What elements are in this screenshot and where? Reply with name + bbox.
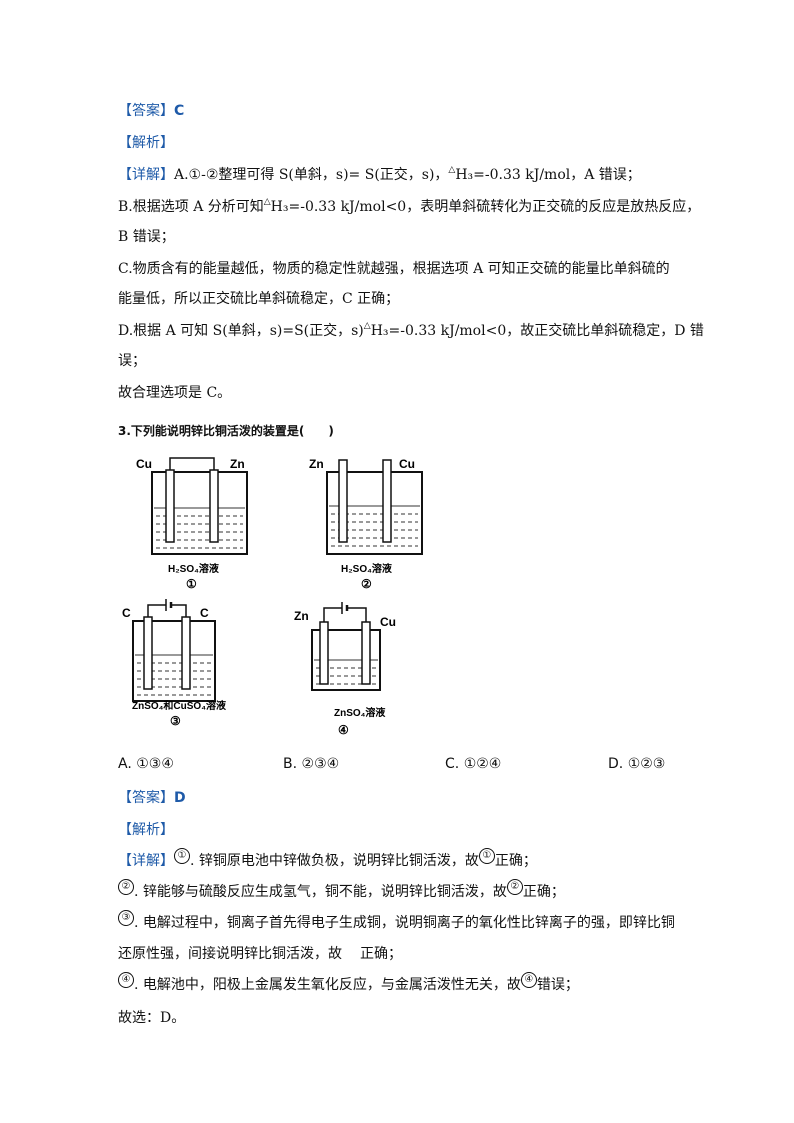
detail2-line-3: ③. 电解过程中，铜离子首先得电子生成铜，说明铜离子的氧化性比锌离子的强，即锌比… <box>118 910 675 933</box>
answer-value: D <box>174 790 186 806</box>
detail-line-3: B 错误； <box>118 229 175 245</box>
circled-number: ② <box>506 879 523 895</box>
detail-text: . 锌能够与硫酸反应生成氢气，铜不能，说明锌比铜活泼，故 <box>134 884 507 900</box>
detail-text: . 电解过程中，铜离子首先得电子生成铜，说明铜离子的氧化性比锌离子的强，即锌比铜 <box>134 915 675 931</box>
circled-number: ④ <box>520 972 537 988</box>
analysis-tag: 【解析】 <box>118 822 174 838</box>
detail-text: 正确； <box>360 946 402 962</box>
choice-letter: C. <box>445 756 460 772</box>
detail-text: . 电解池中，阳极上金属发生氧化反应，与金属活泼性无关，故 <box>134 977 521 993</box>
choice-letter: D. <box>608 756 624 772</box>
figure-1: Cu Zn H₂SO₄溶液 ① <box>130 448 260 597</box>
delta-mark: △ <box>363 321 371 331</box>
delta-mark: △ <box>448 165 456 175</box>
answer-tag: 【答案】 <box>118 103 174 119</box>
detail-line-8: 故合理选项是 C。 <box>118 385 232 401</box>
detail-text: H₃=-0.33 kJ/mol，A 错误； <box>455 167 641 183</box>
choice-value: ②③④ <box>301 756 340 772</box>
choice-letter: B. <box>283 756 298 772</box>
figure-3-right-label: C <box>200 606 209 620</box>
figure-2: Zn Cu H₂SO₄溶液 ② <box>305 448 435 597</box>
detail-text: 错误； <box>536 977 579 993</box>
detail-line-5: 能量低，所以正交硫比单斜硫稳定，C 正确； <box>118 291 400 307</box>
choice-value: ①②③ <box>627 756 666 772</box>
detail-tag: 【详解】 <box>118 167 174 183</box>
figure-3-solution: ZnSO₄和CuSO₄溶液 <box>132 699 226 712</box>
detail-text: H₃=-0.33 kJ/mol<0，表明单斜硫转化为正交硫的反应是放热反应， <box>270 199 701 215</box>
circled-number: ③ <box>118 910 134 926</box>
detail2-line-4: 还原性强，间接说明锌比铜活泼，故 正确； <box>118 944 402 964</box>
figure-4-left-label: Zn <box>294 609 309 623</box>
choice-letter: A. <box>118 756 132 772</box>
figure-3: C C ZnSO₄和CuSO₄溶液 ③ <box>118 595 258 744</box>
figure-2-solution: H₂SO₄溶液 <box>341 562 392 575</box>
figure-4-right-label: Cu <box>380 615 396 629</box>
detail-line-1: 【详解】A.①-②整理可得 S(单斜，s)= S(正交，s)，△H₃=-0.33… <box>118 165 641 187</box>
answer-value: C <box>174 103 185 119</box>
figure-3-left-label: C <box>122 606 131 620</box>
figure-1-solution: H₂SO₄溶液 <box>168 562 219 575</box>
detail-text: D.根据 A 可知 S(单斜，s)=S(正交，s) <box>118 323 364 339</box>
analysis-tag: 【解析】 <box>118 135 174 151</box>
figure-1-number: ① <box>186 577 197 591</box>
detail-text: H₃=-0.33 kJ/mol<0，故正交硫比单斜硫稳定，D 错 <box>370 323 704 339</box>
figure-2-left-label: Zn <box>309 457 324 471</box>
delta-mark: △ <box>263 197 271 207</box>
figure-4: Zn Cu ZnSO₄溶液 ④ <box>292 598 422 747</box>
figure-3-number: ③ <box>170 714 181 728</box>
detail2-line-6: 故选：D。 <box>118 1010 186 1026</box>
question-stem: 3.下列能说明锌比铜活泼的装置是( ) <box>118 424 334 438</box>
detail-line-4: C.物质含有的能量越低，物质的稳定性就越强，根据选项 A 可知正交硫的能量比单斜… <box>118 261 670 277</box>
detail-line-7: 误； <box>118 353 146 369</box>
detail-text: 正确； <box>494 853 537 869</box>
detail-text: A.①-②整理可得 S(单斜，s)= S(正交，s)， <box>174 167 449 183</box>
choice-value: ①③④ <box>136 756 174 772</box>
choice-value: ①②④ <box>463 756 502 772</box>
circled-number: ② <box>118 879 134 895</box>
figure-2-number: ② <box>361 577 372 591</box>
choice-d[interactable]: D. ①②③ <box>608 756 665 772</box>
figure-1-right-label: Zn <box>230 457 245 471</box>
circled-number: ① <box>174 848 190 864</box>
answer-tag: 【答案】 <box>118 790 174 806</box>
circled-number: ① <box>478 848 495 864</box>
detail-text: 正确； <box>522 884 565 900</box>
figure-2-right-label: Cu <box>399 457 415 471</box>
answer-line-2: 【答案】D <box>118 788 186 808</box>
detail-text: 还原性强，间接说明锌比铜活泼，故 <box>118 946 342 962</box>
analysis-line: 【解析】 <box>118 133 174 153</box>
figure-4-number: ④ <box>338 723 349 737</box>
choice-a[interactable]: A. ①③④ <box>118 756 174 772</box>
circled-number: ④ <box>118 972 134 988</box>
detail-line-6: D.根据 A 可知 S(单斜，s)=S(正交，s)△H₃=-0.33 kJ/mo… <box>118 321 704 343</box>
analysis-line-2: 【解析】 <box>118 820 174 840</box>
detail-text: B.根据选项 A 分析可知 <box>118 199 264 215</box>
detail-line-2: B.根据选项 A 分析可知△H₃=-0.33 kJ/mol<0，表明单斜硫转化为… <box>118 197 700 219</box>
figure-1-left-label: Cu <box>136 457 152 471</box>
answer-line: 【答案】C <box>118 101 184 121</box>
detail-tag: 【详解】 <box>118 853 174 869</box>
choice-b[interactable]: B. ②③④ <box>283 756 339 772</box>
figure-4-solution: ZnSO₄溶液 <box>334 706 385 719</box>
choice-c[interactable]: C. ①②④ <box>445 756 501 772</box>
detail-text: . 锌铜原电池中锌做负极，说明锌比铜活泼，故 <box>190 853 479 869</box>
